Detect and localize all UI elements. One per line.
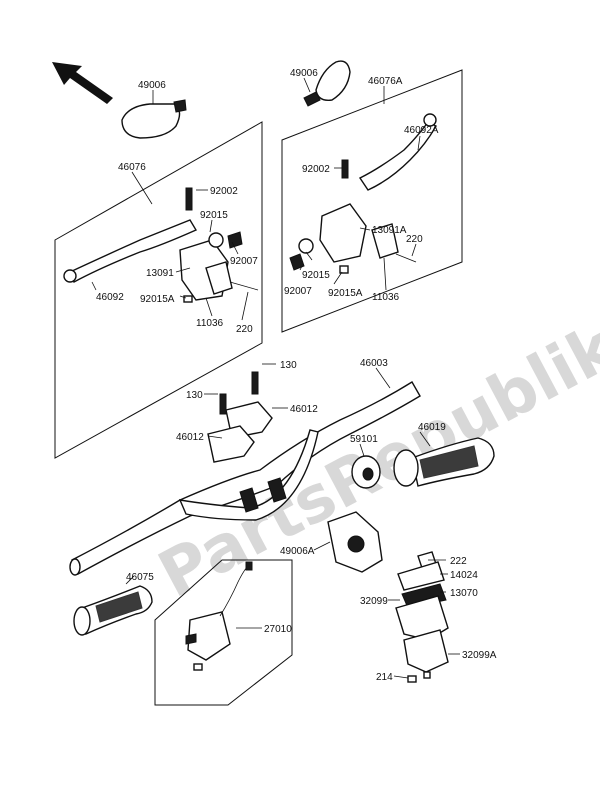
switch-group-frame — [154, 559, 293, 706]
label-11036-left: 11036 — [196, 318, 224, 329]
brake-lever — [358, 113, 437, 191]
label-46019: 46019 — [418, 422, 446, 433]
label-46092: 46092 — [96, 292, 124, 303]
front-arrow-icon — [52, 62, 113, 104]
label-46076: 46076 — [118, 162, 146, 173]
label-49006-top: 49006 — [138, 80, 166, 91]
right-throttle-grip — [393, 437, 495, 487]
label-92007-right: 92007 — [284, 286, 312, 297]
engine-stop-switch — [185, 561, 253, 671]
right-lever-group-frame — [281, 69, 463, 333]
label-14024: 14024 — [450, 570, 478, 581]
lever-cover-left — [121, 99, 187, 139]
label-130-top: 130 — [280, 360, 297, 371]
clutch-lever — [63, 219, 198, 283]
label-222: 222 — [450, 556, 467, 567]
leader-lines — [91, 77, 460, 679]
label-130-left: 130 — [186, 390, 203, 401]
label-27010: 27010 — [264, 624, 292, 635]
label-92015A-right: 92015A — [328, 288, 363, 299]
label-32099A: 32099A — [462, 650, 497, 661]
label-59101: 59101 — [350, 434, 378, 445]
label-214: 214 — [376, 672, 393, 683]
throttle-small-parts — [395, 551, 449, 683]
label-92015-right: 92015 — [302, 270, 330, 281]
left-lever-bracket — [179, 187, 259, 303]
label-46075: 46075 — [126, 572, 154, 583]
throttle-housing — [327, 511, 383, 573]
lever-cover-right — [303, 60, 351, 107]
label-13091: 13091 — [146, 268, 174, 279]
right-lever-bracket — [289, 159, 417, 274]
label-220-left: 220 — [236, 324, 253, 335]
label-49006A: 49006A — [280, 546, 315, 557]
label-220-right: 220 — [406, 234, 423, 245]
label-46092A: 46092A — [404, 125, 439, 136]
label-13091A: 13091A — [372, 225, 407, 236]
label-92002-left: 92002 — [210, 186, 238, 197]
left-grip — [73, 585, 153, 636]
handlebar-clamp-lower — [207, 425, 255, 463]
label-46012-left: 46012 — [176, 432, 204, 443]
left-lever-group-frame — [54, 121, 263, 459]
label-92007-left: 92007 — [230, 256, 258, 267]
throttle-cap — [351, 455, 381, 489]
label-49006-right: 49006 — [290, 68, 318, 79]
label-46003: 46003 — [360, 358, 388, 369]
label-92015A-left: 92015A — [140, 294, 175, 305]
label-11036-right: 11036 — [372, 292, 400, 303]
clamp-bolts — [219, 371, 259, 415]
label-13070: 13070 — [450, 588, 478, 599]
label-46076A: 46076A — [368, 76, 403, 87]
label-32099: 32099 — [360, 596, 388, 607]
label-92015-left: 92015 — [200, 210, 228, 221]
label-46012-right: 46012 — [290, 404, 318, 415]
handlebar — [69, 381, 421, 576]
label-92002-right: 92002 — [302, 164, 330, 175]
